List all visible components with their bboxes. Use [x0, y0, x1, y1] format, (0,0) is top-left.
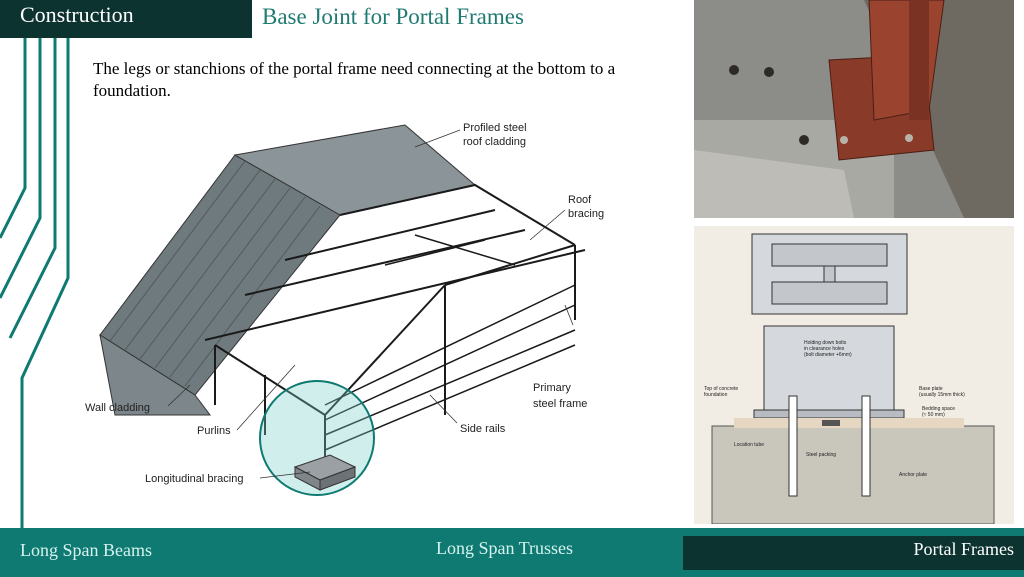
label-roof-cladding: Profiled steel: [463, 122, 527, 134]
base-joint-section-drawing: Holding down bolts in clearance holes (b…: [694, 226, 1014, 524]
label-top-concrete: Top of concrete: [704, 386, 738, 392]
label-roof-cladding-2: roof cladding: [463, 136, 526, 148]
base-plate-photo: [694, 0, 1014, 218]
label-purlins: Purlins: [197, 425, 231, 437]
label-bedding-2: (≈ 50 mm): [922, 412, 945, 418]
label-base-plate-2: (usually 15mm thick): [919, 392, 965, 398]
concrete-foundation: [711, 425, 995, 524]
label-holding-bolts-2: in clearance holes: [804, 346, 845, 352]
label-holding-bolts: Holding down bolts: [804, 340, 847, 346]
label-roof-bracing: Roof: [568, 194, 592, 206]
column-elevation: [763, 325, 895, 411]
label-base-plate: Base plate: [919, 386, 943, 392]
intro-text: The legs or stanchions of the portal fra…: [93, 59, 616, 100]
wall-cladding: [99, 333, 211, 416]
label-top-concrete-2: foundation: [704, 392, 728, 398]
label-side-rails: Side rails: [460, 423, 506, 435]
label-steel-packing: Steel packing: [806, 452, 836, 458]
label-location-tube: Location tube: [734, 442, 764, 448]
nav-long-span-beams[interactable]: Long Span Beams: [20, 540, 152, 560]
label-primary-frame: Primary: [533, 382, 571, 394]
label-anchor-plate: Anchor plate: [899, 472, 927, 478]
label-wall-cladding: Wall cladding: [85, 402, 150, 414]
label-holding-bolts-3: (bolt diameter +6mm): [804, 352, 852, 358]
nav-portal-frames-tab[interactable]: Portal Frames: [683, 536, 1024, 570]
label-primary-frame-2: steel frame: [533, 398, 587, 410]
label-roof-bracing-2: bracing: [568, 208, 604, 220]
nav-portal-frames[interactable]: Portal Frames: [913, 539, 1015, 559]
decorative-lines: [0, 38, 70, 528]
section-tab: Construction: [0, 0, 252, 38]
nav-long-span-trusses[interactable]: Long Span Trusses: [436, 538, 574, 558]
slide-title: Base Joint for Portal Frames: [262, 4, 524, 29]
label-bedding: Bedding space: [922, 406, 955, 412]
footer-nav: Long Span Beams Long Span Trusses Portal…: [0, 528, 1024, 577]
portal-frame-diagram: Profiled steel roof cladding Roof bracin…: [85, 122, 604, 496]
label-longitudinal-bracing: Longitudinal bracing: [145, 473, 243, 485]
